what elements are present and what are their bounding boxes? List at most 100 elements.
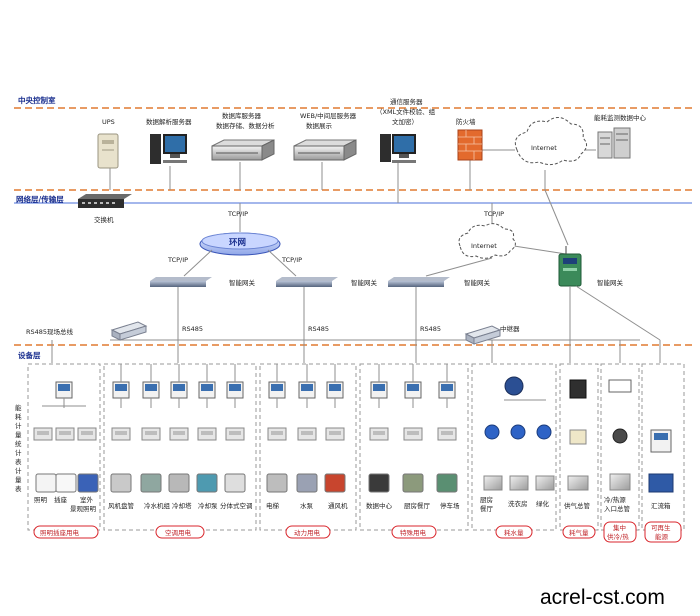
heat-pipe-icon [609,473,631,491]
meter-screen [407,384,419,391]
hvac-item-1: 风机盘管 [108,501,135,510]
comm-server-label-2: （XML文件校验、组 [376,107,436,116]
power-equipment-icon [296,473,318,493]
special-item-1: 数据中心 [366,501,393,510]
meter-screen [301,384,313,391]
heat-item-2: 入口总管 [604,504,631,513]
din-meter-display [59,431,71,435]
layer-separators [14,107,692,346]
firewall-label: 防火墙 [456,117,476,126]
pipe-icon [509,475,529,491]
db-server-label-2: 数据存储、数据分析 [216,121,275,130]
energy-center-icon [597,127,631,159]
floodlight-icon [77,473,99,493]
power-item-1: 电梯 [266,501,280,510]
main-water-meter-icon [504,376,524,396]
water-meter-icon [536,424,552,440]
din-meter-display [37,431,49,435]
din-meter-display [441,431,453,435]
pipe-icon [535,475,555,491]
water-footer: 耗水量 [504,528,524,537]
gateway-2-label: 智能网关 [351,278,378,287]
svg-text:表: 表 [15,484,22,493]
special-equipment-icon [402,473,424,493]
central-cabling [100,149,596,246]
hvac-equipment-icon [110,473,132,493]
energy-center-label: 能耗监测数据中心 [594,113,647,122]
special-equipment-icon [436,473,458,493]
din-meter-display [301,431,313,435]
din-meter-display [145,431,157,435]
svg-text:能: 能 [15,403,22,412]
water-meter-icon [484,424,500,440]
meter-screen [229,384,241,391]
device-layer-label: 设备层 [18,350,41,360]
internet-cloud-top [514,117,587,166]
svg-text:耗: 耗 [15,413,22,421]
special-item-2: 厨房餐厅 [404,501,431,510]
right-branch-cabling [575,285,661,363]
water-item-2: 餐厅 [480,504,494,513]
heat-calculator-icon [608,379,632,393]
meter-screen [373,384,385,391]
special-footer: 特殊用电 [400,528,427,537]
gateway-1 [150,277,212,287]
power-equipment-icon [324,473,346,493]
special-group-frame [359,363,469,531]
analysis-server-label: 数据解析服务器 [146,117,192,126]
ring-cabling [183,245,567,277]
tcpip-label-right: TCP/IP [483,210,504,218]
svg-text:表: 表 [15,457,22,466]
heat-footer-2: 供冷/热 [607,532,629,541]
renewable-item-1: 汇流箱 [651,501,671,510]
lighting-item-4: 景观照明 [70,505,97,513]
heat-item-1: 冷/热源 [604,495,626,504]
watermark-text: acrel-cst.com [540,586,665,609]
gateway-1-label: 智能网关 [229,278,256,287]
rs485-label-2: RS485 [308,325,329,333]
switch-icon [78,194,132,208]
lighting-footer: 照明插座用电 [40,528,80,537]
din-meter-display [81,431,93,435]
din-meter-display [115,431,127,435]
db-server-icon [211,139,275,161]
water-meter-icon [510,424,526,440]
socket-icon [55,473,77,493]
ups-label: UPS [102,118,115,126]
tcpip-label-a: TCP/IP [167,256,188,264]
repeater-label: 中继器 [500,324,520,333]
gateway-3 [388,277,450,287]
meter-screen [329,384,341,391]
analysis-server-icon [150,134,187,164]
water-item-3: 洗衣房 [508,499,528,508]
meter-screen [201,384,213,391]
meter-screen [145,384,157,391]
gateway-3-label: 智能网关 [464,278,491,287]
din-meter-display [173,431,185,435]
hvac-footer-box [155,525,205,539]
gas-group-frame [559,363,599,531]
meter-screen [441,384,453,391]
gateway-2 [276,277,338,287]
switch-label: 交换机 [94,215,114,224]
meter-screen [115,384,127,391]
rs485-converter-icon [110,321,148,341]
rs485-bus-label: RS485现场总线 [26,327,74,336]
renewable-group-frame [641,363,685,531]
web-server-label-1: WEB/中间层服务器 [300,111,357,120]
gas-meter-icon [569,379,587,399]
renewable-footer-box [644,521,682,543]
special-footer-box [391,525,437,539]
din-meter-display [373,431,385,435]
hvac-equipment-icon [224,473,246,493]
central-layer-label: 中央控制室 [18,95,56,105]
tcpip-label-left: TCP/IP [227,210,248,218]
lighting-item-1: 照明 [34,496,48,504]
lamp-icon [35,473,57,493]
hvac-item-5: 分体式空调 [220,501,253,510]
water-footer-box [495,525,533,539]
rs485-label-3: RS485 [420,325,441,333]
gas-pipe-icon [567,475,589,491]
hvac-equipment-icon [196,473,218,493]
